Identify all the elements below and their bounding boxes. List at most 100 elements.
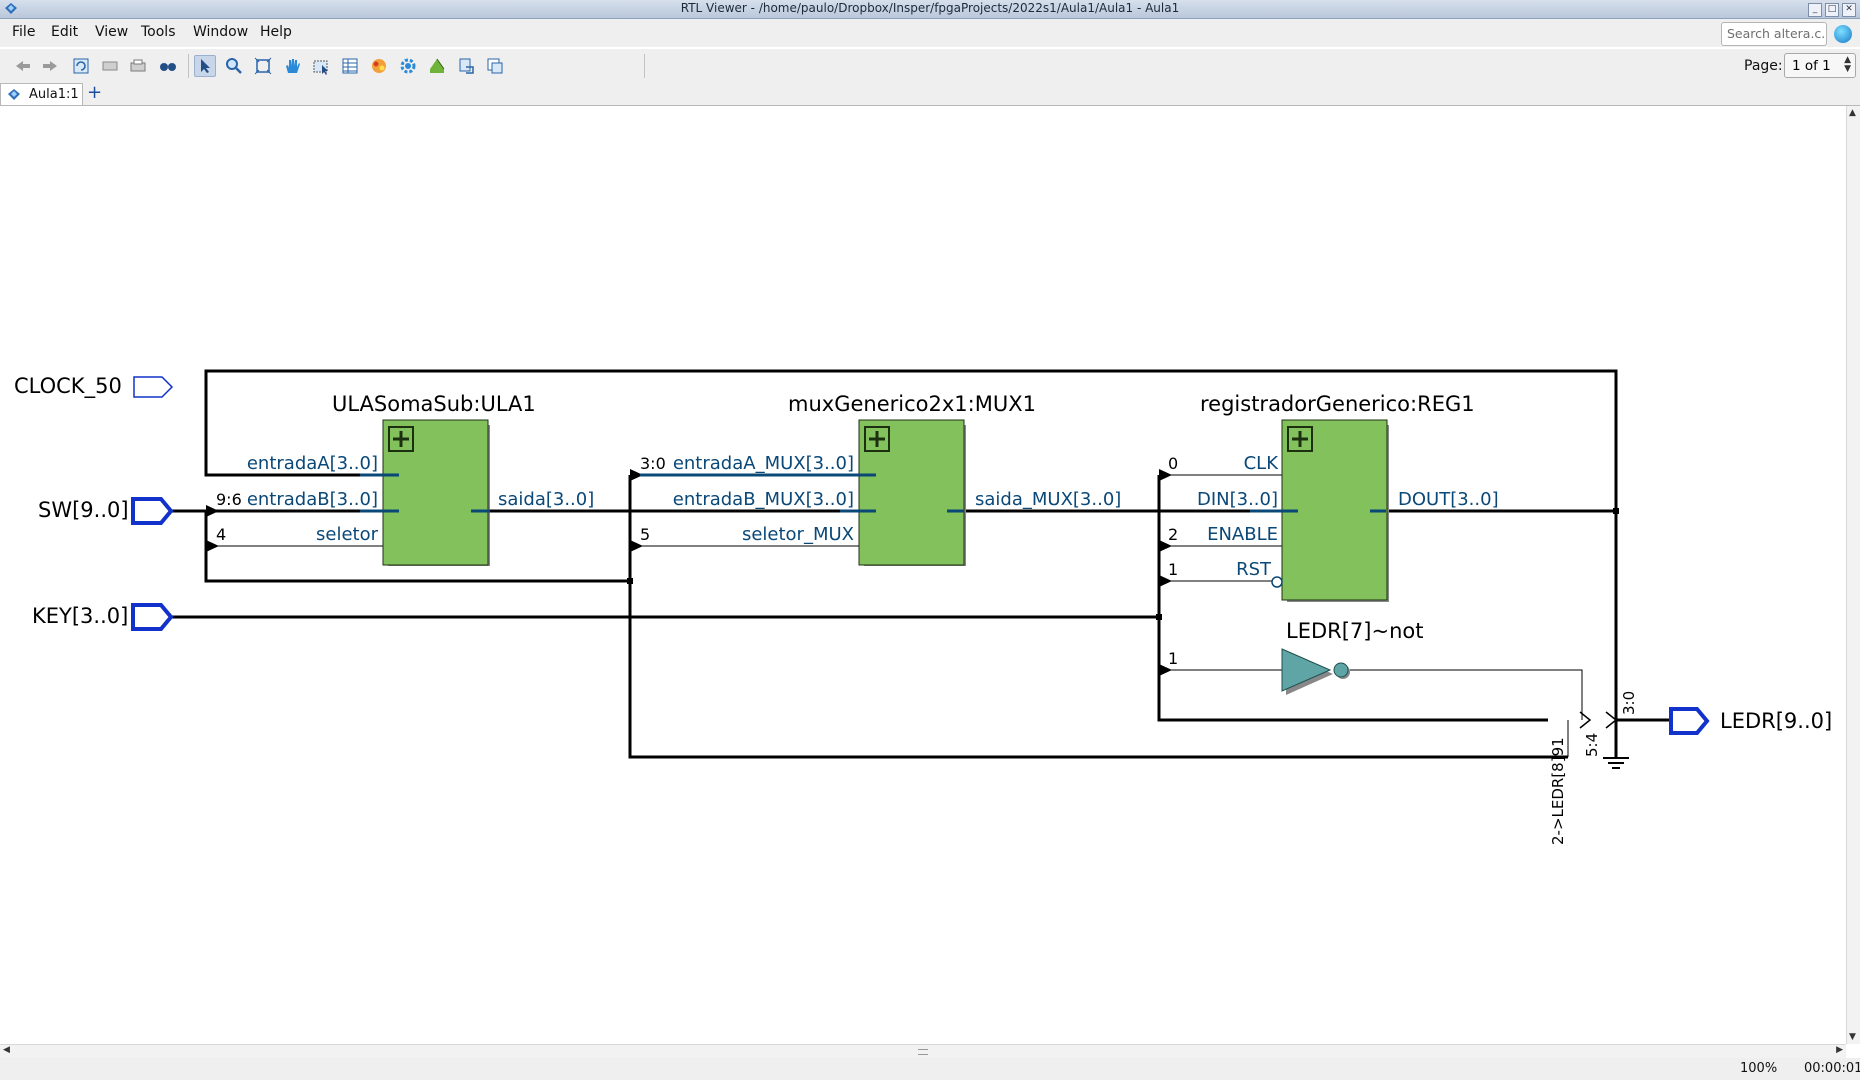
export-icon[interactable] — [455, 55, 477, 77]
schematic-canvas[interactable]: CLOCK_50 SW[9..0] KEY[3..0] LEDR[9..0] U… — [0, 106, 1846, 1044]
block-body — [382, 419, 489, 566]
tab-aula1[interactable]: Aula1:1 — [0, 83, 83, 105]
horizontal-scrollbar[interactable]: ◀ ▶ — [0, 1044, 1846, 1058]
menu-tools[interactable]: Tools — [141, 24, 176, 40]
port-label: CLK — [1244, 453, 1280, 474]
not-gate[interactable]: LEDR[7]~not 1 — [1168, 619, 1423, 695]
port-label: seletor — [316, 524, 379, 545]
port-label: entradaB[3..0] — [247, 489, 378, 510]
port-label: RST — [1236, 559, 1272, 580]
block-title: muxGenerico2x1:MUX1 — [788, 392, 1036, 416]
pin-ledr[interactable]: LEDR[9..0] — [1669, 707, 1832, 735]
menu-help[interactable]: Help — [260, 24, 292, 40]
spin-arrows-icon[interactable]: ▲▼ — [1844, 55, 1851, 74]
port-label: ENABLE — [1207, 524, 1278, 545]
step-back-icon[interactable] — [99, 55, 121, 77]
pin-label: SW[9..0] — [38, 498, 129, 522]
bus-label: 3:0 — [640, 454, 666, 473]
tab-label: Aula1:1 — [29, 87, 79, 102]
input-pin-icon — [131, 603, 174, 631]
port-label: seletor_MUX — [742, 524, 854, 545]
feedback-wire — [204, 369, 1618, 720]
area-select-icon[interactable] — [310, 55, 332, 77]
filter-icon[interactable] — [426, 55, 448, 77]
not-gate-icon — [1281, 648, 1332, 692]
menu-view[interactable]: View — [95, 24, 129, 40]
menu-window[interactable]: Window — [193, 24, 249, 40]
zoom-level: 100% — [1740, 1061, 1778, 1076]
schematic-diagram: CLOCK_50 SW[9..0] KEY[3..0] LEDR[9..0] U… — [14, 369, 1832, 845]
scroll-down-icon[interactable]: ▼ — [1849, 1032, 1856, 1042]
globe-icon[interactable] — [1834, 25, 1852, 43]
ripper-label: 2->LEDR[8]91 — [1549, 737, 1567, 845]
close-button[interactable]: ✕ — [1842, 3, 1856, 17]
select-pointer-icon[interactable] — [194, 55, 216, 77]
scroll-up-icon[interactable]: ▲ — [1849, 108, 1856, 118]
search-input[interactable]: Search altera.c... — [1721, 22, 1827, 46]
reg-block[interactable]: registradorGenerico:REG1 CLK DIN[3..0] E… — [1168, 392, 1499, 602]
back-icon[interactable] — [12, 55, 34, 77]
hand-icon[interactable] — [281, 55, 303, 77]
page-label: Page: — [1744, 58, 1783, 74]
rtl-view-icon — [8, 89, 20, 100]
add-tab-button[interactable]: + — [87, 82, 103, 103]
port-label: entradaA_MUX[3..0] — [673, 453, 854, 474]
scroll-thumb-grip[interactable] — [918, 1049, 928, 1055]
expand-icon[interactable] — [864, 426, 890, 452]
forward-icon[interactable] — [39, 55, 61, 77]
bus-label: 0 — [1168, 454, 1178, 473]
page-value: 1 of 1 — [1792, 58, 1831, 74]
binoculars-icon[interactable] — [157, 55, 179, 77]
pin-label: CLOCK_50 — [14, 374, 122, 399]
tab-bar: Aula1:1 + — [0, 83, 1860, 106]
port-label: saida_MUX[3..0] — [975, 489, 1121, 510]
settings-icon[interactable] — [397, 55, 419, 77]
minimize-button[interactable]: _ — [1808, 3, 1822, 17]
elapsed-time: 00:00:01 — [1804, 1061, 1860, 1076]
pin-label: KEY[3..0] — [32, 604, 128, 628]
bus-label: 1 — [1168, 649, 1178, 668]
status-bar: 100% 00:00:01 — [0, 1058, 1860, 1080]
maximize-button[interactable]: □ — [1825, 3, 1839, 17]
port-label: saida[3..0] — [498, 489, 594, 510]
expand-icon[interactable] — [1287, 426, 1313, 452]
title-bar: RTL Viewer - /home/paulo/Dropbox/Insper/… — [0, 0, 1860, 19]
input-pin-icon — [131, 497, 174, 525]
scroll-right-icon[interactable]: ▶ — [1836, 1045, 1843, 1055]
mux-block[interactable]: muxGenerico2x1:MUX1 entradaA_MUX[3..0] e… — [640, 392, 1121, 566]
pin-clock[interactable]: CLOCK_50 — [14, 374, 174, 399]
port-label: entradaB_MUX[3..0] — [673, 489, 854, 510]
port-label: entradaA[3..0] — [247, 453, 378, 474]
zoom-icon[interactable] — [223, 55, 245, 77]
inverter-bubble-icon — [1271, 576, 1283, 588]
output-pin-icon — [1669, 707, 1710, 735]
block-title: ULASomaSub:ULA1 — [332, 392, 536, 416]
sw-upper-bus — [628, 475, 1568, 759]
port-label: DOUT[3..0] — [1398, 489, 1499, 510]
expand-icon[interactable] — [388, 426, 414, 452]
hierarchy-icon[interactable] — [368, 55, 390, 77]
window-title: RTL Viewer - /home/paulo/Dropbox/Insper/… — [680, 1, 1180, 15]
menu-edit[interactable]: Edit — [51, 24, 79, 40]
pin-sw[interactable]: SW[9..0] — [38, 497, 174, 525]
pin-label: LEDR[9..0] — [1720, 709, 1832, 733]
layer-icon[interactable] — [484, 55, 506, 77]
app-icon — [5, 3, 17, 14]
menu-file[interactable]: File — [12, 24, 36, 40]
key-vertical-bus — [1157, 475, 1548, 722]
toolbar — [0, 49, 1860, 83]
refresh-icon[interactable] — [70, 55, 92, 77]
page-select[interactable]: 1 of 1 ▲▼ — [1784, 53, 1856, 78]
fit-icon[interactable] — [252, 55, 274, 77]
pin-key[interactable]: KEY[3..0] — [32, 603, 174, 631]
ground-icon — [1603, 757, 1629, 769]
netlist-icon[interactable] — [339, 55, 361, 77]
vertical-scrollbar[interactable]: ▲ ▼ — [1846, 106, 1860, 1044]
ripper-label: 5:4 — [1583, 733, 1601, 757]
block-body — [858, 419, 965, 566]
port-label: DIN[3..0] — [1197, 489, 1278, 510]
print-icon[interactable] — [127, 55, 149, 77]
ula-block[interactable]: ULASomaSub:ULA1 entradaA[3..0] entradaB[… — [216, 392, 594, 566]
bus-label: 9:6 — [216, 490, 242, 509]
scroll-left-icon[interactable]: ◀ — [3, 1045, 10, 1055]
